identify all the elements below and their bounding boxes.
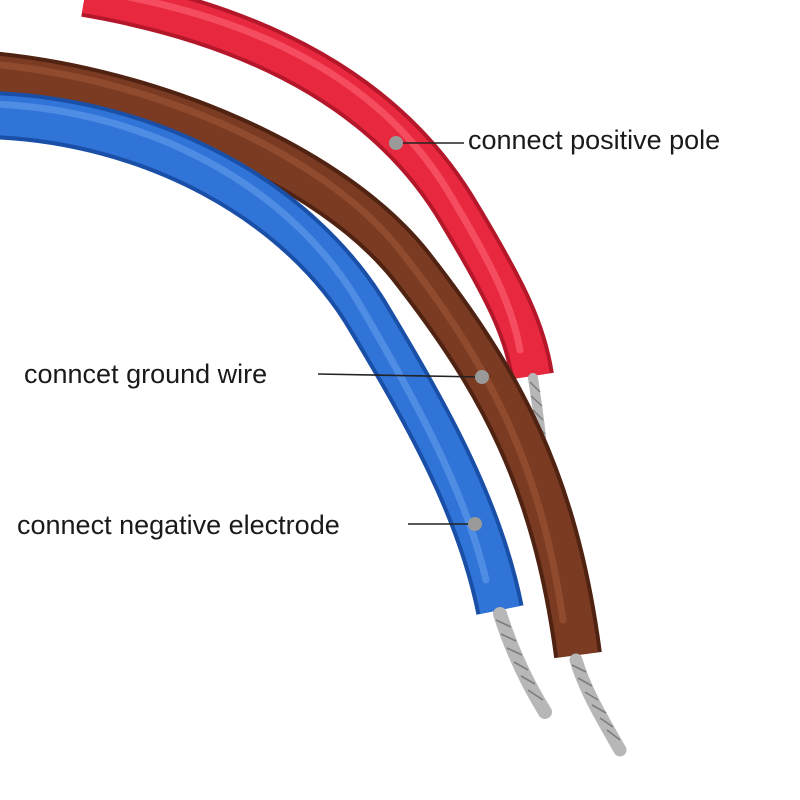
callout-marker-negative	[468, 517, 482, 531]
brown-wire-strands-detail	[571, 664, 621, 741]
blue-wire-highlight	[0, 101, 490, 584]
callout-negative	[408, 517, 482, 531]
callout-line-ground	[317, 373, 483, 378]
brown-wire-highlight	[0, 61, 567, 624]
brown-wire	[0, 51, 627, 757]
callout-positive	[389, 136, 464, 150]
red-wire-highlight	[125, 0, 524, 354]
label-ground-wire: conncet ground wire	[24, 359, 268, 389]
callout-marker-positive	[389, 136, 403, 150]
blue-wire-strands-detail	[495, 619, 544, 701]
label-positive-pole: connect positive pole	[468, 125, 721, 155]
label-negative-electrode: connect negative electrode	[17, 510, 340, 540]
callout-ground	[317, 370, 489, 384]
red-wire	[81, 0, 554, 475]
blue-wire	[0, 91, 552, 719]
callout-marker-ground	[475, 370, 489, 384]
